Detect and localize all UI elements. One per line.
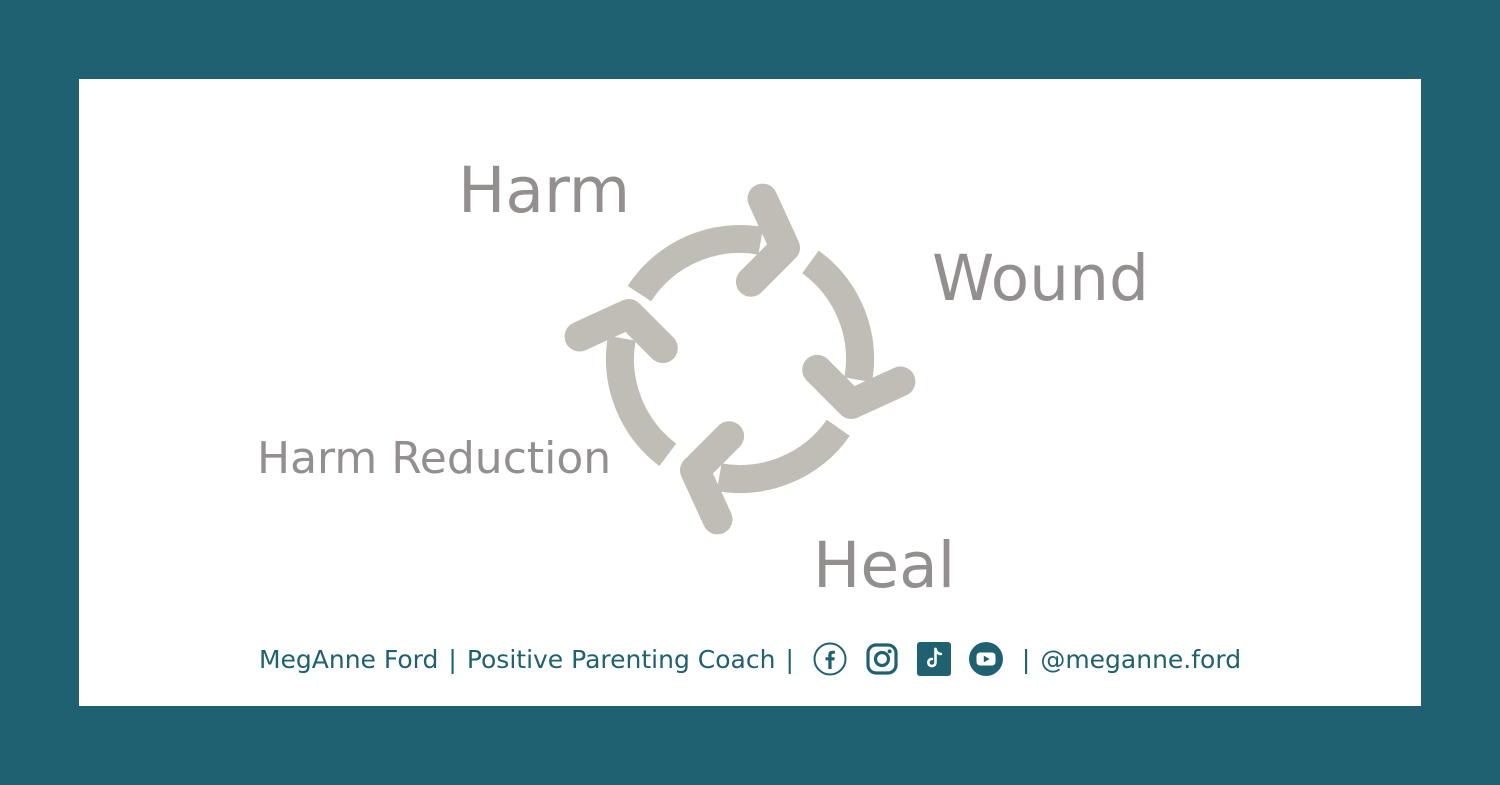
footer-title: Positive Parenting Coach bbox=[466, 644, 776, 674]
white-card: Harm Wound Heal Harm Reduction MegAnne F… bbox=[79, 79, 1421, 706]
footer: MegAnne Ford | Positive Parenting Coach … bbox=[79, 641, 1421, 677]
footer-name: MegAnne Ford bbox=[258, 644, 439, 674]
cycle-arrow-wound-to-heal bbox=[801, 250, 916, 419]
cycle-arrows bbox=[564, 183, 916, 535]
footer-separator: | bbox=[448, 644, 457, 674]
facebook-icon[interactable] bbox=[813, 642, 847, 676]
footer-separator: | bbox=[785, 644, 794, 674]
stage-label-heal: Heal bbox=[813, 529, 956, 602]
footer-separator: | bbox=[1021, 644, 1031, 674]
stage-label-wound: Wound bbox=[932, 242, 1149, 315]
footer-handle: @meganne.ford bbox=[1040, 644, 1242, 674]
cycle-arrow-reduction-to-harm bbox=[564, 299, 678, 466]
instagram-icon[interactable] bbox=[865, 642, 899, 676]
stage-label-harm-reduction: Harm Reduction bbox=[257, 433, 612, 484]
cycle-arrow-heal-to-reduction bbox=[680, 419, 850, 535]
youtube-icon[interactable] bbox=[968, 642, 1003, 676]
tiktok-icon[interactable] bbox=[916, 642, 951, 676]
cycle-arrow-harm-to-wound bbox=[627, 183, 800, 302]
stage-label-harm: Harm bbox=[458, 154, 631, 227]
